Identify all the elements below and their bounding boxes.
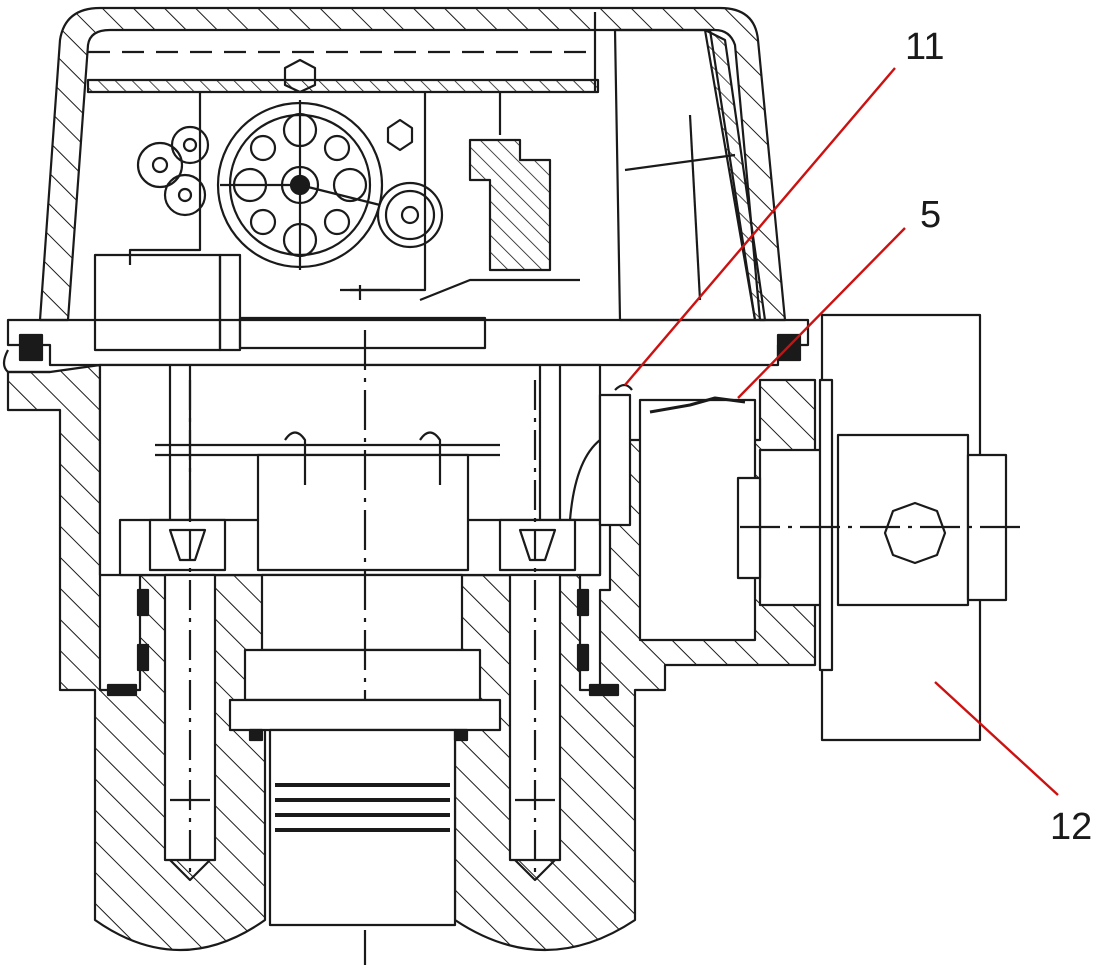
- callout-5: 5: [920, 194, 942, 236]
- central-block: [228, 330, 502, 965]
- o-ring-seals: [106, 588, 620, 742]
- leader-11: [624, 67, 896, 386]
- thread-coils: [275, 783, 450, 832]
- left-bolt: [148, 380, 227, 882]
- leader-lines: [624, 67, 1059, 796]
- leader-5: [737, 227, 906, 399]
- right-bolt: [498, 380, 577, 882]
- internal-frame: [93, 92, 580, 352]
- sensor-cavity: [598, 383, 757, 642]
- callout-12: 12: [1050, 806, 1093, 848]
- gear-train: [136, 58, 444, 270]
- callout-11: 11: [905, 26, 945, 68]
- leader-12: [934, 681, 1059, 796]
- display-panel: [613, 28, 767, 322]
- side-unit: [736, 313, 1025, 742]
